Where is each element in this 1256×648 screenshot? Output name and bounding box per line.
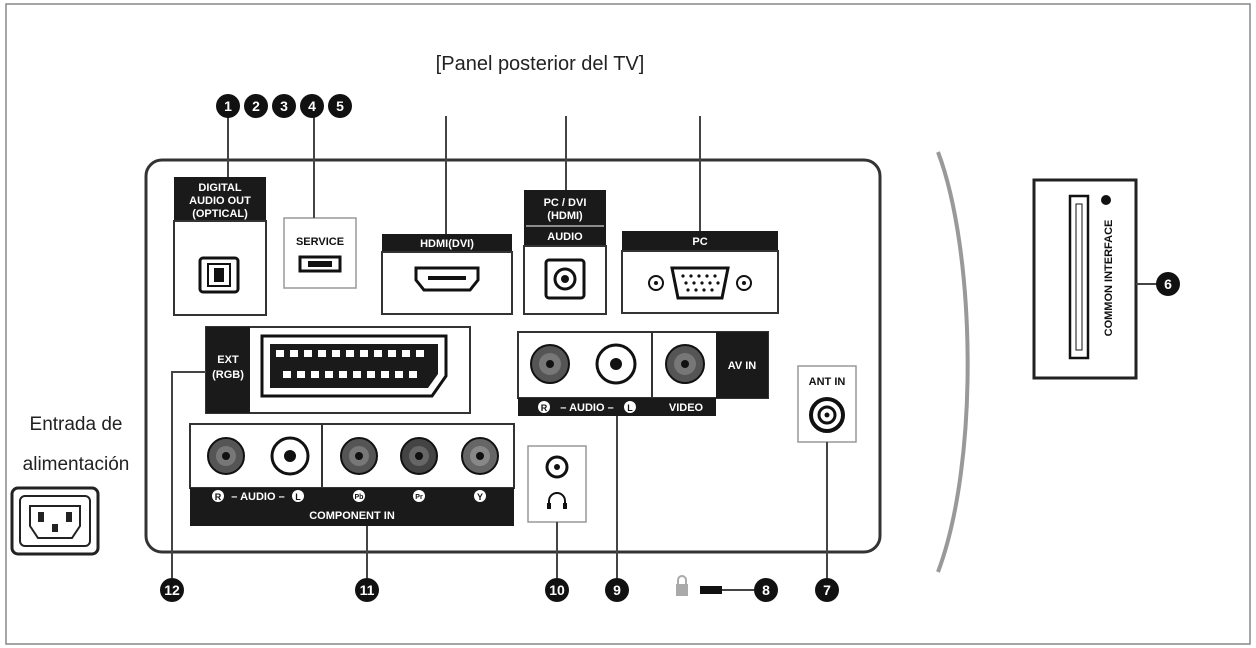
callout-5: 5 [328,94,352,118]
av-audio-r-letter: R [541,403,548,413]
service-label: SERVICE [296,236,344,248]
callout-number: 2 [252,98,260,114]
comp-y-letter: Y [477,492,483,502]
comp-audio-l-letter: L [295,492,301,502]
component-in-label: COMPONENT IN [309,510,395,522]
power-label-line2: alimentación [23,454,130,475]
hdmi-dvi-port: HDMI(DVI) [381,234,513,315]
component-in-port-group: R – AUDIO – L Pb Pr Y COMPONENT IN [189,423,515,526]
callout-9: 9 [605,578,629,602]
pc-dvi-audio-port: PC / DVI (HDMI) AUDIO [523,190,607,315]
callout-11: 11 [355,578,379,602]
callout-2: 2 [244,94,268,118]
ant-in-port: ANT IN [797,365,857,443]
callout-number: 8 [762,582,770,598]
callout-7: 7 [815,578,839,602]
ext-label: EXT [217,354,239,366]
av-in-label: AV IN [728,360,757,372]
comp-audio-r-letter: R [215,492,222,502]
callout-8: 8 [754,578,778,602]
common-interface-label: COMMON INTERFACE [1103,220,1115,337]
pc-vga-port: PC [621,231,779,314]
power-connector [10,486,100,556]
callout-number: 1 [224,98,232,114]
callout-4: 4 [300,94,324,118]
ant-in-label: ANT IN [809,376,846,388]
digital-audio-label-1: DIGITAL [198,182,241,194]
comp-pr-letter: Pr [415,494,423,501]
common-interface-slot: COMMON INTERFACE [1032,178,1138,380]
pc-dvi-label-2: (HDMI) [547,210,583,222]
callout-10: 10 [545,578,569,602]
video-label: VIDEO [669,402,704,414]
callout-number: 11 [360,582,375,598]
lock-icon [676,584,688,596]
pc-dvi-label-1: PC / DVI [544,197,587,209]
service-port: SERVICE [283,217,357,289]
diagram-title: [Panel posterior del TV] [436,53,645,75]
digital-audio-label-3: (OPTICAL) [192,208,248,220]
ext-rgb-scart-port: EXT (RGB) [205,326,471,414]
callout-3: 3 [272,94,296,118]
comp-audio-caption: – AUDIO – [231,491,284,503]
callout-number: 9 [613,582,621,598]
callout-number: 12 [164,582,180,598]
callout-1: 1 [216,94,240,118]
callout-12: 12 [160,578,184,602]
digital-audio-out-port: DIGITAL AUDIO OUT (OPTICAL) [173,177,267,316]
callout-number: 5 [336,98,344,114]
rgb-label: (RGB) [212,369,244,381]
av-audio-l-letter: L [627,403,633,413]
callout-number: 6 [1164,276,1172,292]
pc-label: PC [692,236,707,248]
power-label-line1: Entrada de [30,414,123,435]
av-audio-caption: – AUDIO – [560,402,613,414]
headphone-icon [548,492,566,506]
av-in-port-group: AV IN R – AUDIO – L VIDEO [517,331,769,416]
hdmi-dvi-label: HDMI(DVI) [420,238,474,250]
audio-label: AUDIO [547,231,583,243]
leader-lines [171,116,1160,591]
callout-number: 7 [823,582,831,598]
callout-6: 6 [1156,272,1180,296]
arrow-icon [1101,195,1111,205]
panel-separator-curve [936,151,970,573]
digital-audio-label-2: AUDIO OUT [189,195,251,207]
callout-number: 4 [308,98,316,114]
comp-pb-letter: Pb [355,494,364,501]
headphone-port [527,445,587,523]
callout-number: 10 [549,582,565,598]
kensington-lock [676,575,722,596]
callout-number: 3 [280,98,288,114]
